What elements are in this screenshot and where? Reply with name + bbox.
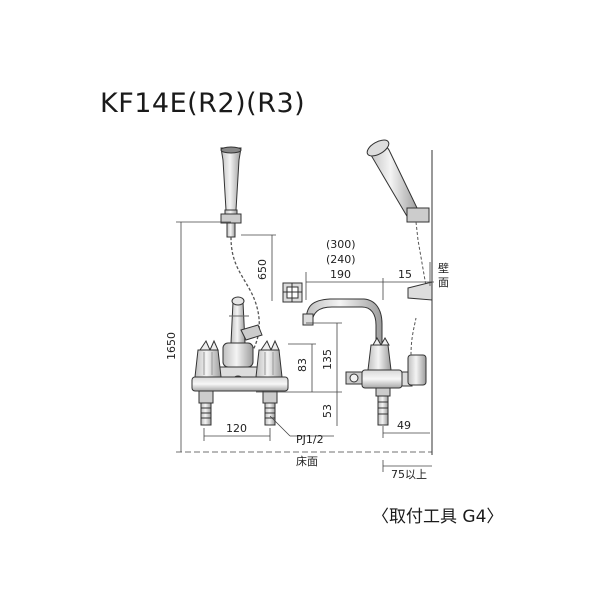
faucet-front xyxy=(191,296,289,426)
dim-120: 120 xyxy=(226,422,247,435)
dim-650: 650 xyxy=(256,259,269,280)
dim-15: 15 xyxy=(398,268,412,281)
dimension-lines xyxy=(176,221,434,472)
dim-300: (300) xyxy=(326,238,356,251)
dim-190: 190 xyxy=(330,268,351,281)
dim-75: 75以上 xyxy=(391,468,427,481)
dim-240: (240) xyxy=(326,253,356,266)
label-wall-2: 面 xyxy=(438,276,449,289)
tool-caption: 〈取付工具 G4〉 xyxy=(372,507,504,527)
faucet-side xyxy=(302,298,427,426)
hook-bracket xyxy=(282,282,303,303)
dim-53: 53 xyxy=(321,404,334,418)
label-wall-1: 壁 xyxy=(438,261,449,275)
dim-1650: 1650 xyxy=(165,332,178,360)
dim-49: 49 xyxy=(397,419,411,432)
hand-shower-side xyxy=(366,139,433,301)
hand-shower-front xyxy=(220,146,242,238)
dim-pj: PJ1/2 xyxy=(296,433,324,446)
dim-135: 135 xyxy=(321,349,334,370)
dim-83: 83 xyxy=(296,358,309,372)
model-title: KF14E(R2)(R3) xyxy=(100,88,306,119)
label-floor: 床面 xyxy=(296,454,318,468)
